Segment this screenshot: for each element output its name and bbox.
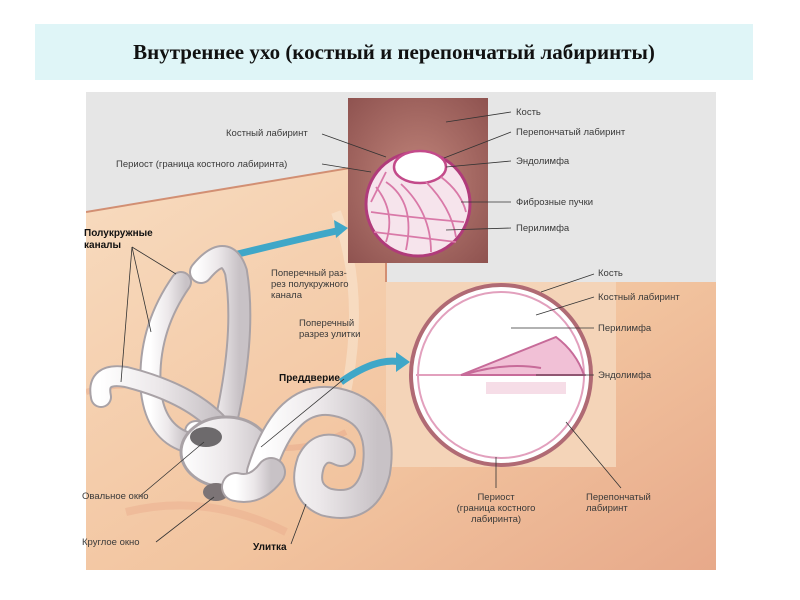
label-endolymph-bottom: Эндолимфа bbox=[598, 370, 651, 381]
label-canal-cross-section-3: канала bbox=[271, 290, 302, 301]
label-bony-labyrinth-bottom: Костный лабиринт bbox=[598, 292, 680, 303]
label-cochlea-cross-section-2: разрез улитки bbox=[299, 329, 360, 340]
label-fibrous-bundles: Фиброзные пучки bbox=[516, 197, 593, 208]
oval-window bbox=[190, 427, 222, 447]
label-semicircular-canals-2: каналы bbox=[84, 240, 121, 251]
label-periosteum-bottom-2: (граница костного bbox=[441, 503, 551, 514]
label-semicircular-canals-1: Полукружные bbox=[84, 228, 153, 239]
title-bar: Внутреннее ухо (костный и перепончатый л… bbox=[35, 24, 753, 80]
label-round-window: Круглое окно bbox=[82, 537, 140, 548]
label-membranous-labyrinth-top: Перепончатый лабиринт bbox=[516, 127, 625, 138]
label-vestibule: Преддверие bbox=[279, 373, 340, 384]
label-bony-labyrinth-top: Костный лабиринт bbox=[226, 128, 308, 139]
inner-ear-figure: Кость Костный лабиринт Перепончатый лаби… bbox=[86, 92, 716, 570]
label-cochlea-cross-section-1: Поперечный bbox=[299, 318, 354, 329]
label-endolymph-top: Эндолимфа bbox=[516, 156, 569, 167]
label-periosteum-top: Периост (граница костного лабиринта) bbox=[116, 159, 287, 170]
canal-membrane-tube bbox=[394, 151, 446, 183]
label-periosteum-bottom-1: Периост bbox=[441, 492, 551, 503]
slide-title: Внутреннее ухо (костный и перепончатый л… bbox=[133, 40, 655, 65]
label-membranous-labyrinth-bottom-1: Перепончатый bbox=[586, 492, 651, 503]
label-canal-cross-section-1: Поперечный раз- bbox=[271, 268, 347, 279]
label-perilymph-bottom: Перилимфа bbox=[598, 323, 651, 334]
label-bone-top: Кость bbox=[516, 107, 541, 118]
label-perilymph-top: Перилимфа bbox=[516, 223, 569, 234]
label-oval-window: Овальное окно bbox=[82, 491, 149, 502]
label-periosteum-bottom-3: лабиринта) bbox=[441, 514, 551, 525]
label-canal-cross-section-2: рез полукружного bbox=[271, 279, 348, 290]
label-bone-bottom: Кость bbox=[598, 268, 623, 279]
label-cochlea: Улитка bbox=[253, 542, 287, 553]
label-membranous-labyrinth-bottom-2: лабиринт bbox=[586, 503, 628, 514]
